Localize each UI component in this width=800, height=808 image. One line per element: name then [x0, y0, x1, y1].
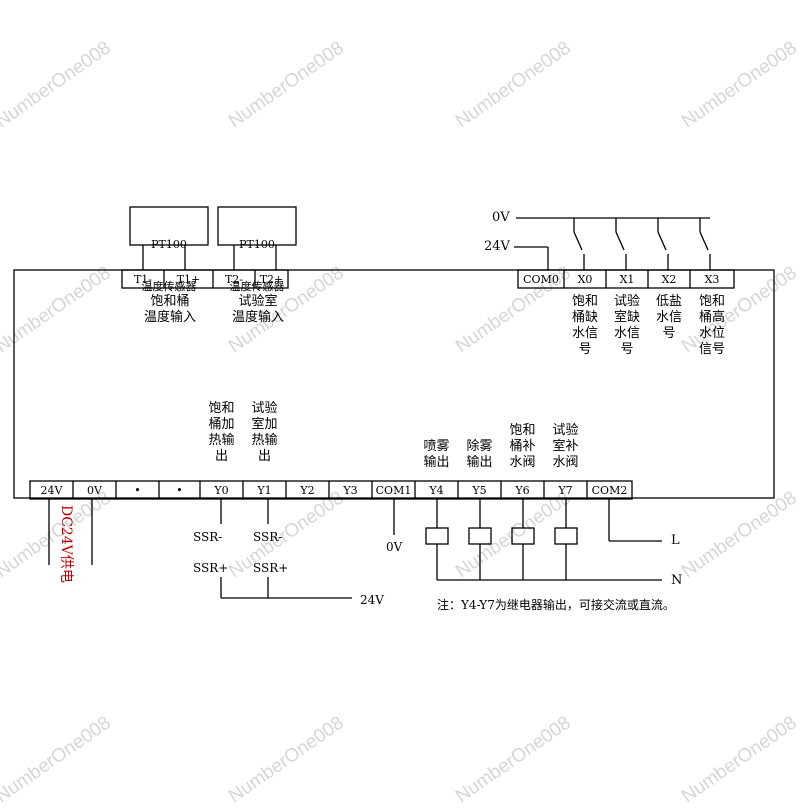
relay-coil	[511, 527, 535, 545]
terminal-t1-minus: T1-	[133, 273, 153, 286]
terminal-x1: X1	[619, 273, 635, 286]
terminal-strip-top-left	[121, 269, 289, 289]
y5-output-label: 除雾 输出	[466, 439, 493, 470]
sensor-desc: 温度传感器	[229, 280, 285, 293]
terminal-y7: Y7	[558, 484, 573, 497]
neutral-label: N	[671, 573, 683, 588]
y0-output-label: 饱和 桶加 热输 出	[208, 401, 235, 464]
terminal-unused: •	[176, 484, 183, 497]
terminal-com1: COM1	[375, 484, 412, 497]
ssr-minus-label: SSR-	[253, 530, 283, 544]
terminal-t1-plus: T1+	[176, 273, 201, 286]
terminal-x2: X2	[661, 273, 677, 286]
live-label: L	[671, 533, 680, 548]
terminal-t2-minus: T2-	[224, 273, 244, 286]
ssr-24v-label: 24V	[360, 593, 384, 607]
top-0v-label: 0V	[492, 210, 510, 225]
terminal-24v: 24V	[40, 484, 63, 497]
sensor-input-label-2: 试验室 温度输入	[231, 294, 284, 325]
pt100-sensor-label: PT100 温度传感器	[130, 210, 208, 308]
terminal-y4: Y4	[429, 484, 444, 497]
x3-signal-label: 饱和 桶高 水位 信号	[698, 294, 725, 357]
y4-output-label: 喷雾 输出	[423, 439, 450, 470]
terminal-0v: 0V	[87, 484, 102, 497]
relay-note: 注：Y4-Y7为继电器输出，可接交流或直流。	[437, 598, 675, 612]
terminal-y2: Y2	[300, 484, 315, 497]
top-24v-label: 24V	[484, 239, 510, 254]
x1-signal-label: 试验 室缺 水信 号	[613, 294, 640, 357]
pt100-sensor-box	[129, 206, 209, 246]
relay-coil	[554, 527, 578, 545]
sensor-desc: 温度传感器	[141, 280, 197, 293]
terminal-com0: COM0	[523, 273, 559, 286]
controller-body	[13, 269, 775, 499]
terminal-y3: Y3	[343, 484, 358, 497]
x0-signal-label: 饱和 桶缺 水信 号	[571, 294, 598, 357]
ssr-plus-label: SSR+	[253, 561, 289, 575]
terminal-y0: Y0	[214, 484, 229, 497]
terminal-x0: X0	[577, 273, 593, 286]
ssr-minus-label: SSR-	[193, 530, 223, 544]
terminal-t2-plus: T2+	[259, 273, 284, 286]
terminal-y1: Y1	[257, 484, 272, 497]
terminal-y5: Y5	[472, 484, 487, 497]
sensor-type: PT100	[151, 238, 187, 251]
pt100-sensor-box	[217, 206, 297, 246]
x2-signal-label: 低盐 水信 号	[655, 294, 682, 341]
y1-output-label: 试验 室加 热输 出	[251, 401, 278, 464]
terminal-unused: •	[134, 484, 141, 497]
terminal-x3: X3	[704, 273, 720, 286]
relay-coil	[468, 527, 492, 545]
terminal-com2: COM2	[591, 484, 628, 497]
terminal-strip-bottom	[29, 480, 633, 500]
y7-output-label: 试验 室补 水阀	[552, 423, 579, 470]
ssr-plus-label: SSR+	[193, 561, 229, 575]
relay-coil	[425, 527, 449, 545]
com1-0v-label: 0V	[386, 540, 403, 554]
y6-output-label: 饱和 桶补 水阀	[509, 423, 536, 470]
sensor-input-label-1: 饱和桶 温度输入	[143, 294, 196, 325]
terminal-y6: Y6	[515, 484, 530, 497]
pt100-sensor-label: PT100 温度传感器	[218, 210, 296, 308]
sensor-type: PT100	[239, 238, 275, 251]
dc24v-power-label: DC24V供电	[58, 505, 74, 583]
